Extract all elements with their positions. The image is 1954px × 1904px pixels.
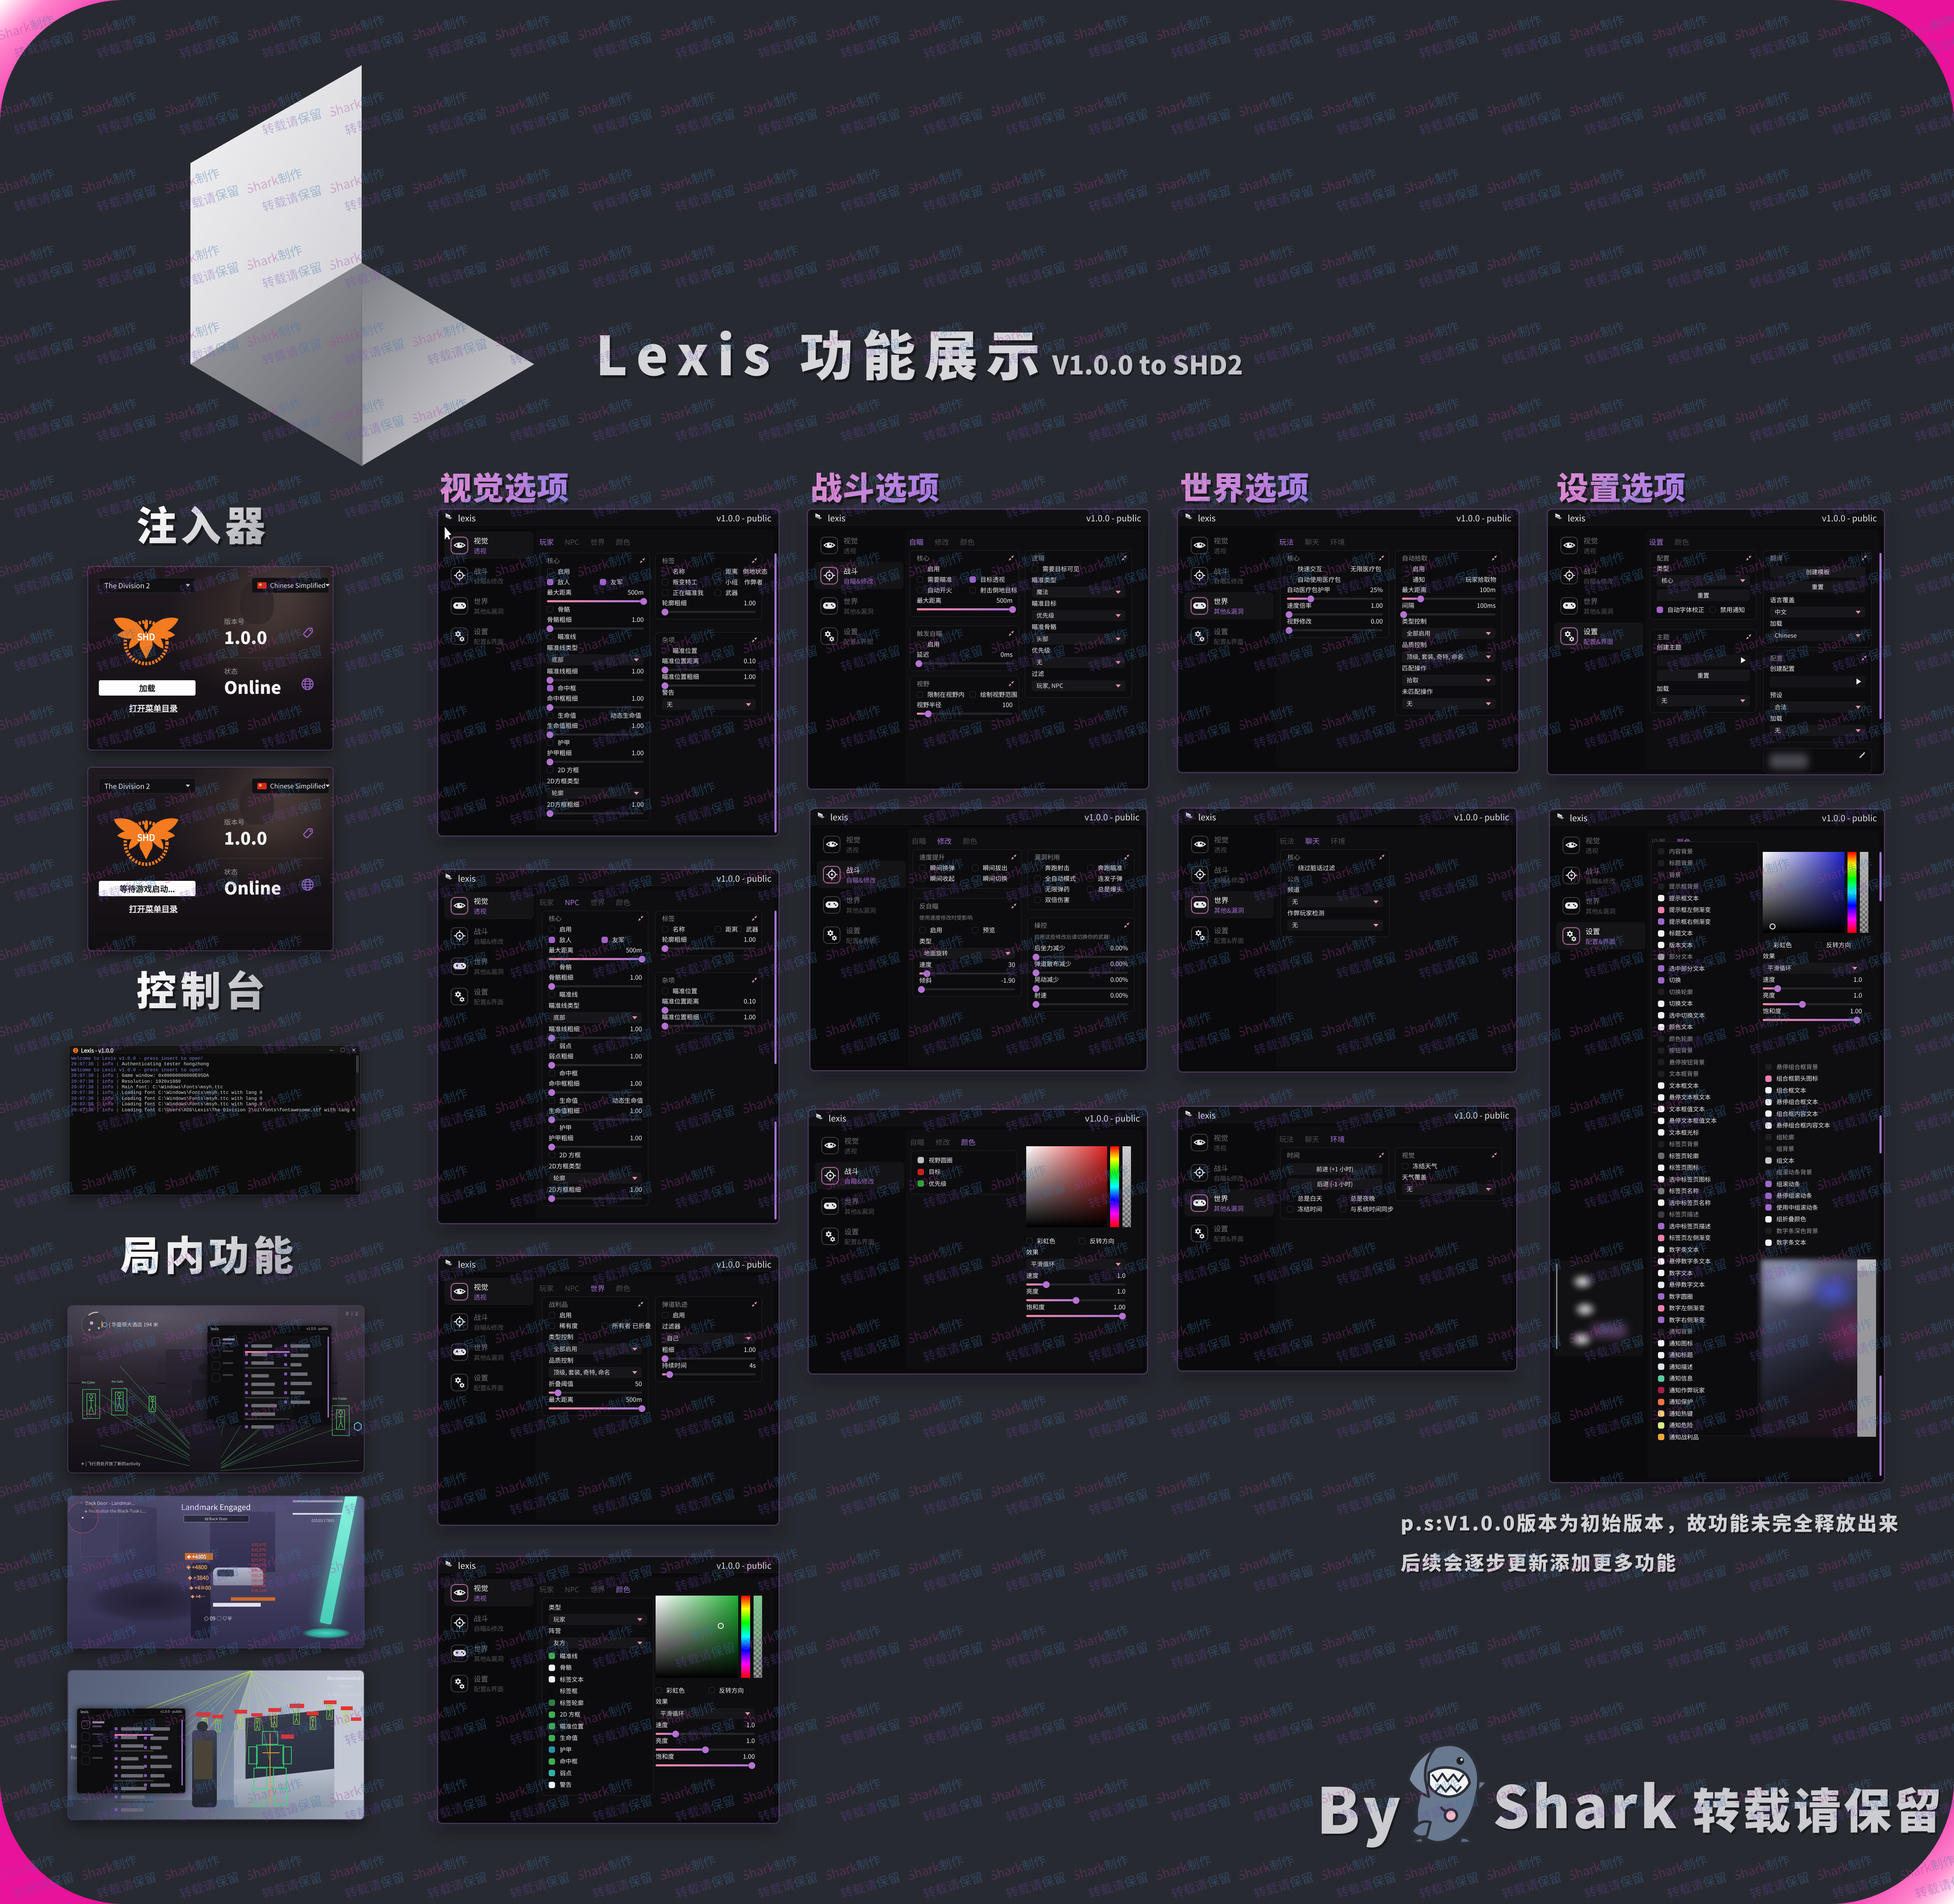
svg-text:Km Safa: Km Safa xyxy=(112,1380,123,1384)
svg-text:| 华盛顿大酒店 194 米: | 华盛顿大酒店 194 米 xyxy=(109,1321,158,1328)
svg-text:🗁 Projects: 🗁 Projects xyxy=(333,1683,353,1689)
svg-text:Km Cyber: Km Cyber xyxy=(82,1381,95,1385)
svg-text:Hm Trader: Hm Trader xyxy=(332,1397,347,1401)
svg-text:SHD: SHD xyxy=(137,630,155,643)
svg-text:✈ | 飞行员处开放了新的activity: ✈ | 飞行员处开放了新的activity xyxy=(81,1460,141,1467)
svg-text:Recommended Activity: Recommended Activity xyxy=(327,1675,364,1682)
svg-text:Z | Open V | Dismiss: Z | Open V | Dismiss xyxy=(327,1692,361,1697)
svg-text:SHD: SHD xyxy=(137,831,155,844)
svg-text:0 ‖ 2: 0 ‖ 2 xyxy=(346,1310,358,1317)
